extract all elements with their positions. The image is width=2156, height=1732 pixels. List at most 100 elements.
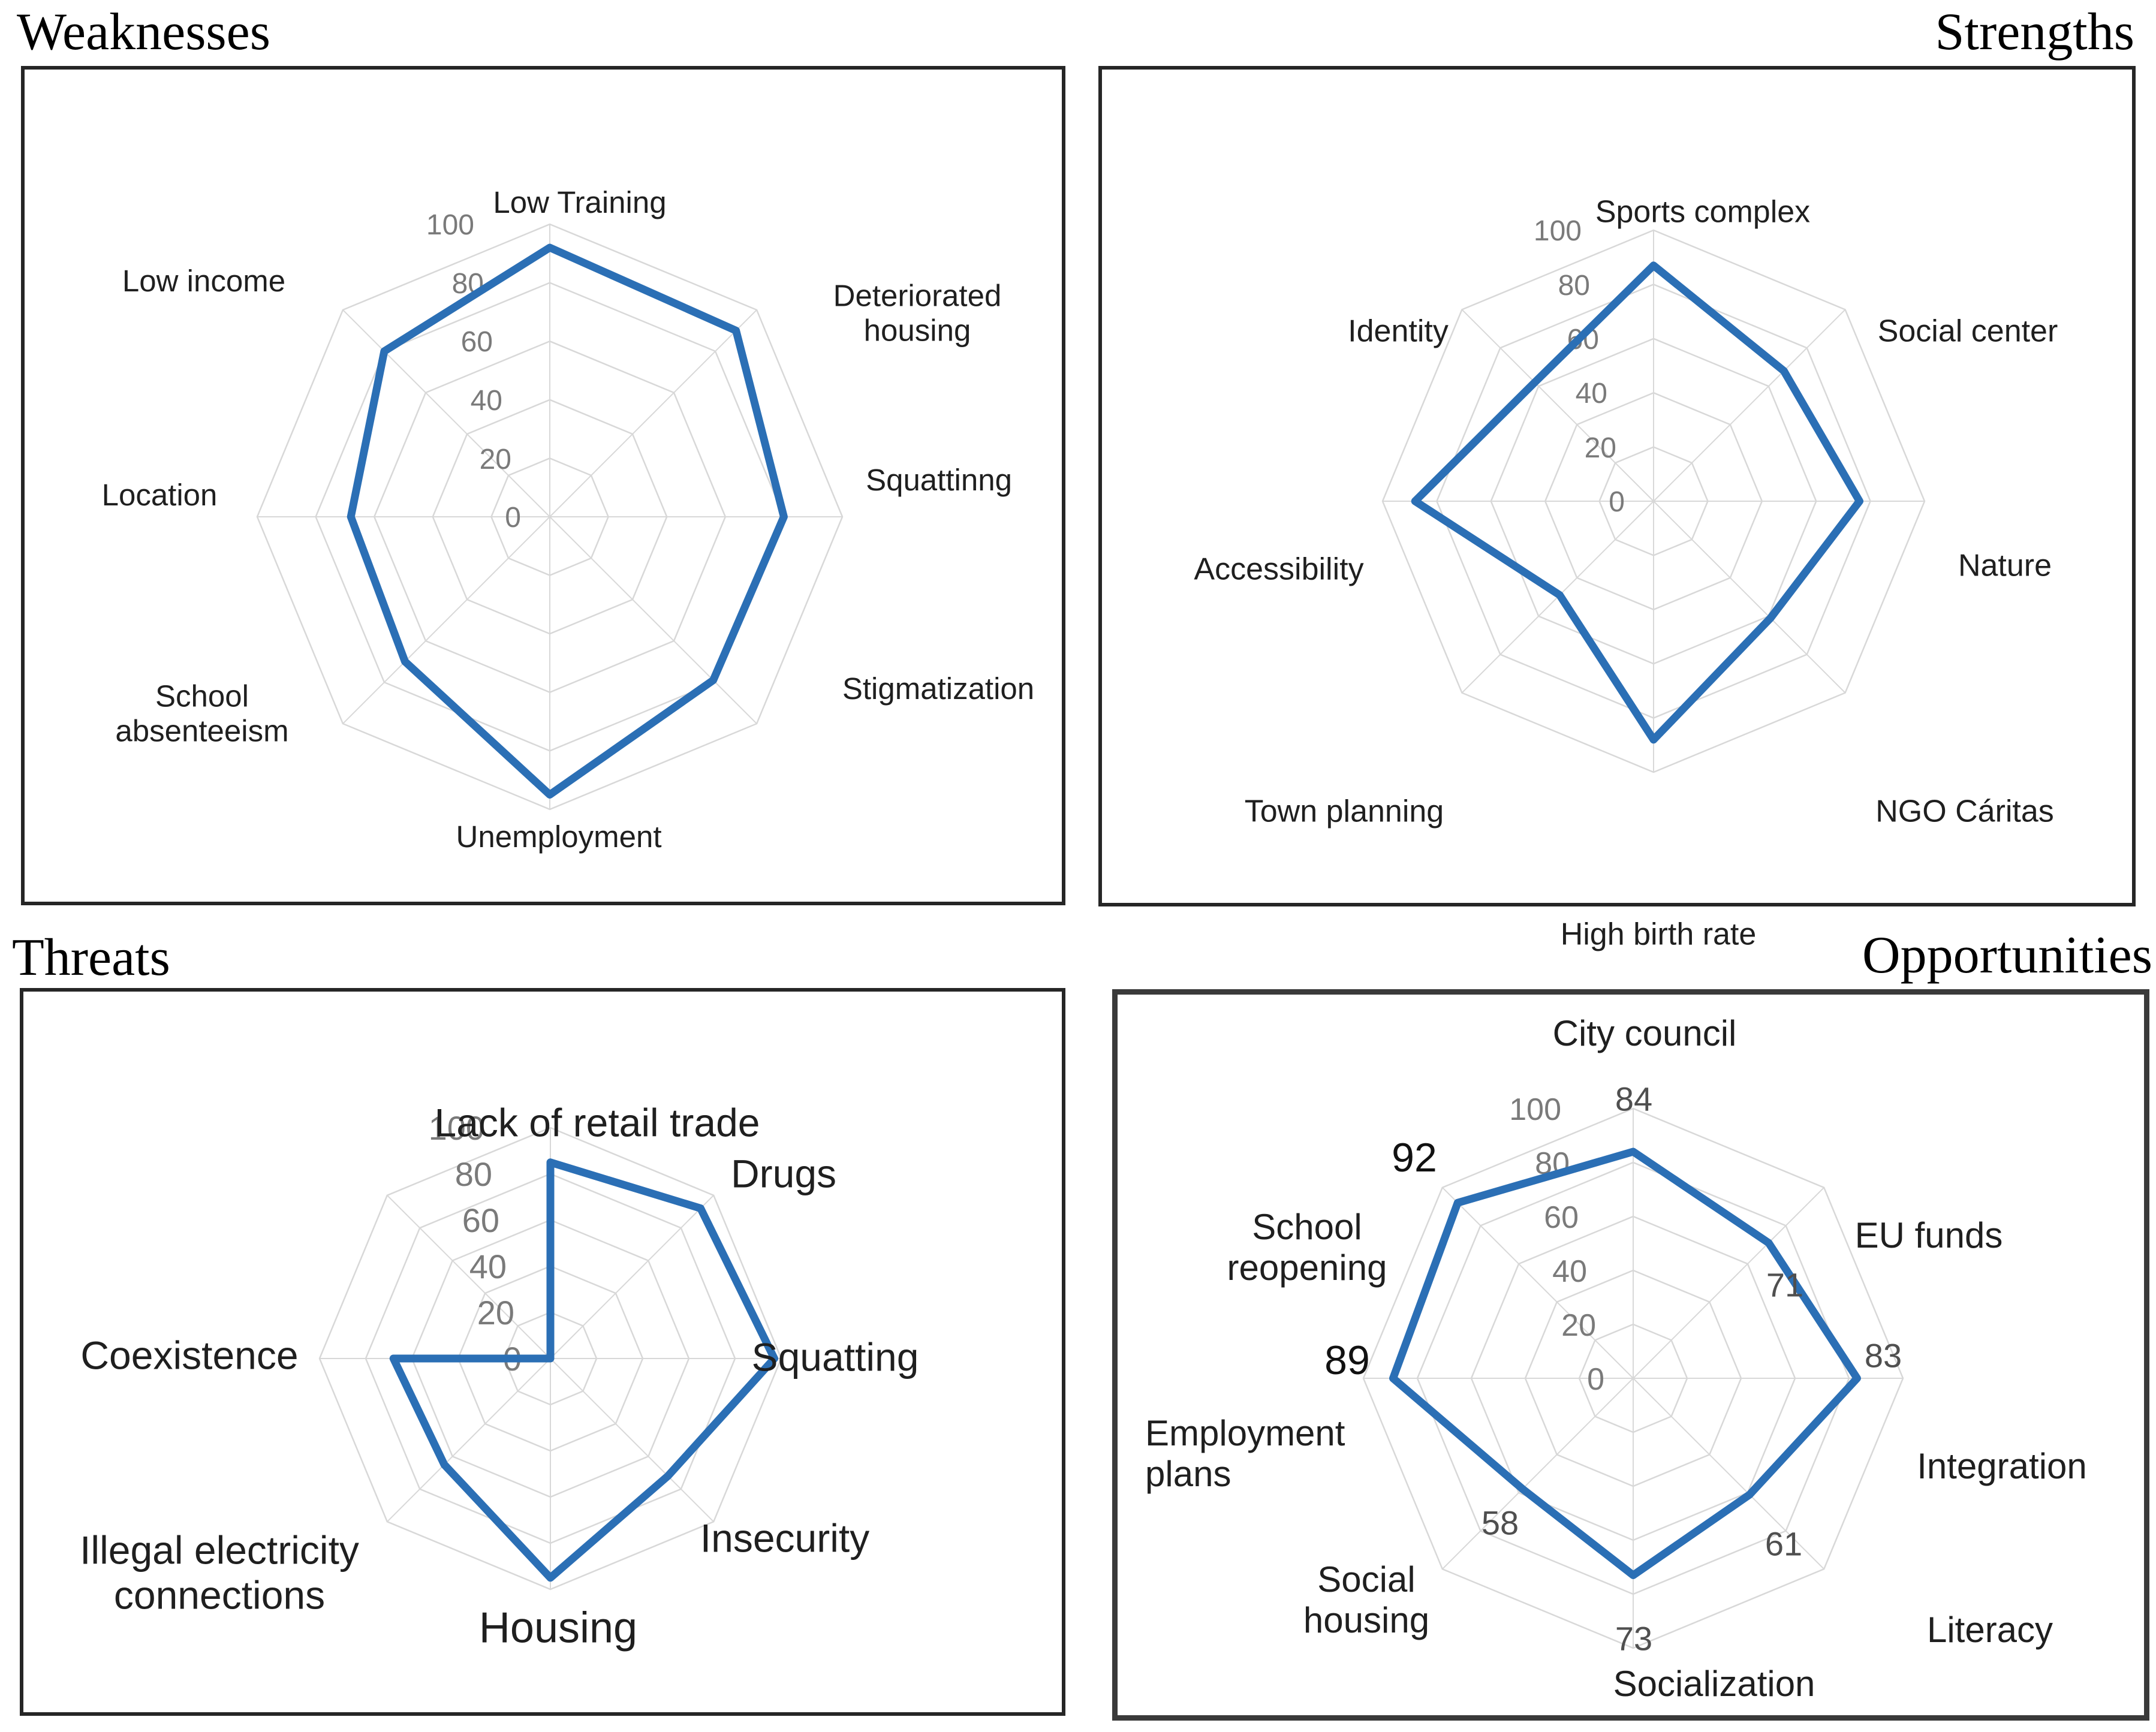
grid-ring (1490, 338, 1817, 665)
grid-ring (318, 1126, 782, 1591)
category-label: Integration (1917, 1446, 2087, 1487)
category-label: Squatting (751, 1335, 919, 1379)
grid-ring (1436, 284, 1871, 719)
axis-spoke (1653, 309, 1846, 502)
category-label: Sports complex (1595, 194, 1811, 230)
radial-tick-label: 100 (1534, 215, 1582, 247)
category-label: Employment plans (1145, 1413, 1345, 1494)
grid-ring (432, 399, 668, 635)
radial-tick-label: 40 (471, 385, 502, 417)
category-label: Accessibility (1194, 552, 1364, 587)
grid-ring (503, 1311, 598, 1406)
axis-spoke (342, 309, 550, 517)
grid-ring (1470, 1215, 1796, 1541)
radial-tick-label: 0 (1587, 1362, 1604, 1397)
grid-ring (1544, 391, 1763, 611)
axis-spoke (342, 516, 550, 724)
value-label: 58 (1481, 1504, 1519, 1542)
axis-spoke (550, 1195, 714, 1359)
category-label: Deteriorated housing (833, 278, 1002, 347)
category-label: Drugs (730, 1151, 837, 1196)
radial-tick-label: 20 (480, 444, 511, 475)
grid-ring (373, 340, 727, 694)
grid-ring (1362, 1107, 1904, 1649)
axis-spoke (549, 309, 757, 517)
category-label: Town planning (1244, 794, 1444, 829)
grid-ring (1416, 1161, 1850, 1595)
radial-tick-label: 20 (1561, 1308, 1596, 1343)
category-label: City council (1552, 1013, 1737, 1054)
category-label: School reopening (1227, 1207, 1387, 1288)
category-label: Housing (478, 1604, 638, 1652)
grid-ring (315, 282, 785, 752)
category-label: Squattinng (866, 463, 1012, 498)
value-label: 71 (1766, 1266, 1804, 1304)
radial-tick-label: 100 (426, 209, 474, 241)
value-label: 84 (1615, 1080, 1653, 1118)
category-label: School absenteeism (115, 679, 289, 748)
radial-tick-label: 40 (469, 1248, 507, 1285)
grid-ring (1524, 1269, 1742, 1487)
radial-tick-label: 60 (1544, 1200, 1579, 1235)
axis-spoke (549, 516, 757, 724)
category-label: Socialization (1613, 1664, 1815, 1704)
radial-tick-label: 20 (1585, 432, 1616, 464)
value-label: 92 (1392, 1135, 1437, 1180)
grid-ring (411, 1219, 690, 1498)
axis-spoke (1653, 501, 1846, 694)
grid-ring (1598, 446, 1709, 556)
grid-ring (365, 1173, 736, 1544)
category-label: Nature (1958, 548, 2052, 583)
category-label: Social center (1877, 314, 2058, 349)
radial-tick-label: 60 (462, 1201, 499, 1239)
data-series-polygon (389, 1158, 778, 1582)
data-series-polygon (1389, 1147, 1861, 1579)
strengths-title: Strengths (1935, 3, 2134, 61)
data-series-polygon (347, 243, 788, 799)
category-label: Stigmatization (842, 671, 1035, 706)
value-label: 61 (1764, 1525, 1803, 1563)
radial-tick-label: 80 (455, 1155, 492, 1193)
opportunities-title: Opportunities (1862, 926, 2152, 984)
category-label: Coexistence (80, 1333, 299, 1378)
radial-tick-label: 0 (1609, 486, 1625, 518)
threats-title: Threats (12, 929, 170, 987)
radial-tick-label: 100 (1509, 1092, 1561, 1127)
value-label: 73 (1615, 1619, 1653, 1658)
category-label: Lack of retail trade (434, 1100, 760, 1145)
grid-ring (256, 223, 844, 811)
category-label: Identity (1348, 314, 1449, 349)
grid-ring (1578, 1323, 1688, 1433)
category-label: Low income (122, 264, 286, 299)
axis-spoke (1633, 1187, 1824, 1379)
axis-spoke (1442, 1187, 1634, 1379)
radial-tick-label: 80 (1558, 270, 1590, 302)
value-label: 83 (1864, 1336, 1902, 1375)
axis-spoke (387, 1195, 551, 1359)
radial-tick-label: 0 (505, 502, 521, 534)
radial-tick-label: 40 (1576, 378, 1607, 409)
category-label: EU funds (1854, 1215, 2003, 1256)
radial-tick-label: 100 (429, 1109, 484, 1147)
category-label: Insecurity (700, 1516, 870, 1561)
value-label: 89 (1324, 1338, 1370, 1383)
weaknesses-title: Weaknesses (17, 3, 270, 61)
category-label: Location (101, 478, 218, 513)
category-label: Low Training (493, 185, 667, 220)
radial-tick-label: 20 (477, 1294, 514, 1332)
grid-ring (457, 1265, 644, 1452)
grid-ring (490, 457, 609, 576)
category-label: Unemployment (456, 820, 662, 854)
category-label: Illegal electricity connections (80, 1528, 359, 1617)
axis-spoke (387, 1358, 551, 1522)
radial-tick-label: 60 (461, 326, 493, 358)
category-label: Literacy (1926, 1610, 2053, 1650)
